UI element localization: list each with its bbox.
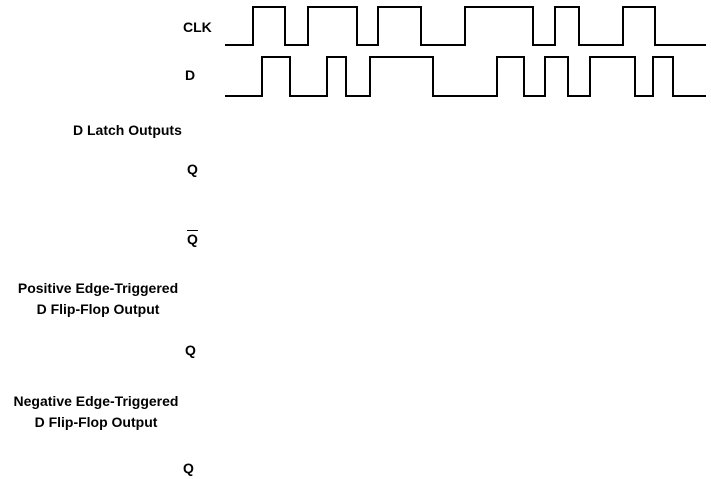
clk-label: CLK <box>183 19 212 35</box>
pos-edge-heading-line1: Positive Edge-Triggered <box>17 280 179 296</box>
latch-heading: D Latch Outputs <box>73 122 182 138</box>
pos-edge-q-label: Q <box>185 342 196 358</box>
neg-edge-q-label: Q <box>183 460 194 476</box>
latch-qbar-label: Q <box>187 231 198 247</box>
latch-q-label: Q <box>187 161 198 177</box>
d-waveform <box>225 56 706 97</box>
d-label: D <box>185 67 196 83</box>
pos-edge-heading: Positive Edge-Triggered D Flip-Flop Outp… <box>10 278 186 319</box>
neg-edge-heading-line2: D Flip-Flop Output <box>34 414 158 430</box>
clk-waveform <box>225 6 706 46</box>
pos-edge-heading-line2: D Flip-Flop Output <box>36 301 160 317</box>
neg-edge-heading: Negative Edge-Triggered D Flip-Flop Outp… <box>4 391 188 432</box>
neg-edge-heading-line1: Negative Edge-Triggered <box>13 393 179 409</box>
